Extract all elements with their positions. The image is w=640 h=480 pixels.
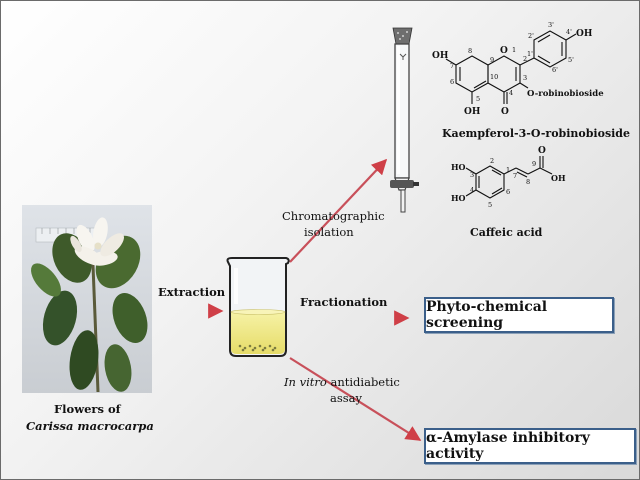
kaempferol-name: Kaempferol-3-O-robinobioside (442, 127, 630, 140)
kaempferol-ho-7: OH (432, 51, 449, 61)
caffeic-atom-9: 9 (532, 160, 536, 168)
caption-flowers-of: Flowers of (54, 402, 122, 416)
caffeic-atom-4: 4 (470, 186, 474, 194)
atom-4prime: 4' (566, 28, 572, 36)
label-fractionation: Fractionation (300, 295, 388, 309)
caffeic-atom-1: 1 (506, 166, 510, 174)
atom-6: 6 (450, 78, 454, 86)
result-box-amylase: α-Amylase inhibitory activity (424, 428, 636, 464)
atom-7: 7 (450, 62, 454, 70)
label-extraction: Extraction (158, 285, 226, 299)
atom-5: 5 (476, 95, 480, 103)
arrow-chromatography (289, 158, 388, 263)
caffeic-name: Caffeic acid (470, 226, 543, 239)
kaempferol-atoms: OH OH OH O O O-robinobioside 1 2 3 4 5 6… (432, 21, 604, 117)
caffeic-oh: OH (551, 173, 566, 183)
label-antidiabetic: antidiabetic (327, 375, 400, 389)
caffeic-o: O (538, 146, 546, 156)
beaker (226, 257, 290, 357)
caffeic-atom-7: 7 (513, 172, 517, 180)
atom-9: 9 (490, 56, 494, 64)
atom-3: 3 (523, 74, 527, 82)
atom-10: 10 (490, 73, 498, 81)
label-assay-line1: In vitro antidiabetic (283, 375, 400, 389)
kaempferol-substituent: O-robinobioside (527, 89, 604, 99)
atom-1prime: 1' (527, 50, 533, 58)
atom-6prime: 6' (552, 66, 558, 74)
kaempferol-oh-5: OH (464, 107, 481, 117)
kaempferol-structure (445, 30, 577, 104)
caffeic-atom-3: 3 (470, 171, 474, 179)
caffeic-atom-8: 8 (526, 178, 530, 186)
label-in-vitro: In vitro (283, 375, 327, 389)
caption-species: Carissa macrocarpa (26, 419, 154, 433)
atom-8: 8 (468, 47, 472, 55)
label-chromatographic: Chromatographic (282, 209, 385, 223)
arrow-assay (289, 357, 422, 441)
caffeic-atom-5: 5 (488, 201, 492, 209)
result-screening-text: Phyto-chemical screening (426, 299, 548, 331)
caffeic-atoms: O OH HO HO 1 2 3 4 5 6 7 8 9 (451, 146, 566, 209)
result-amylase-text: α-Amylase inhibitory activity (426, 430, 590, 462)
atom-5prime: 5' (568, 56, 574, 64)
kaempferol-o-4: O (501, 107, 509, 117)
atom-3prime: 3' (548, 21, 554, 29)
atom-1: 1 (512, 46, 516, 54)
caffeic-atom-6: 6 (506, 188, 510, 196)
atom-2: 2 (523, 55, 527, 63)
result-box-screening: Phyto-chemical screening (424, 297, 614, 333)
caffeic-ho-4: HO (451, 193, 466, 203)
label-isolation: isolation (304, 225, 354, 239)
caffeic-structure (465, 156, 553, 199)
label-assay: assay (330, 391, 363, 405)
atom-4: 4 (509, 89, 513, 97)
chromatography-column (390, 27, 419, 213)
caffeic-ho-3: HO (451, 162, 466, 172)
kaempferol-o-ring: O (500, 46, 508, 56)
flower-photo (22, 205, 152, 393)
kaempferol-oh-4prime: OH (576, 29, 593, 39)
atom-2prime: 2' (528, 32, 534, 40)
caffeic-atom-2: 2 (490, 157, 494, 165)
